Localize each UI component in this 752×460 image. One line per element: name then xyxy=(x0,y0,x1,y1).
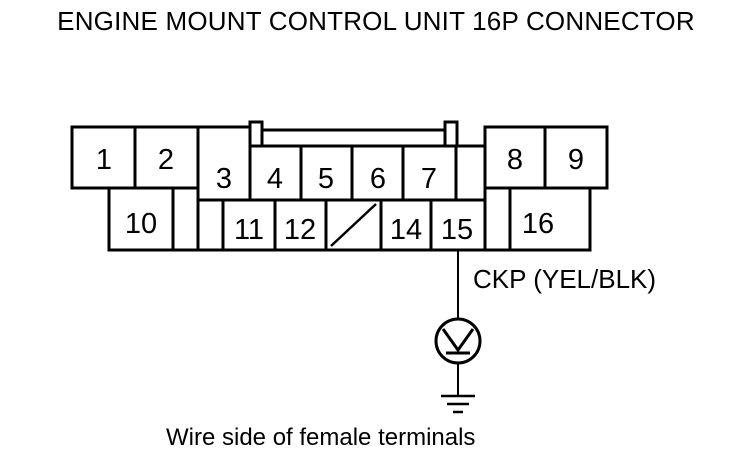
terminal-15: 15 xyxy=(441,214,473,246)
terminal-9: 9 xyxy=(568,144,584,176)
unused-terminal-slash xyxy=(330,203,377,247)
diagram-title: ENGINE MOUNT CONTROL UNIT 16P CONNECTOR xyxy=(57,6,695,36)
terminal-14: 14 xyxy=(390,214,422,246)
terminal-12: 12 xyxy=(284,214,316,246)
terminal-2: 2 xyxy=(158,144,174,176)
terminal-16: 16 xyxy=(522,208,554,240)
terminal-1: 1 xyxy=(96,144,112,176)
terminal-8: 8 xyxy=(507,144,523,176)
diagram-caption: Wire side of female terminals xyxy=(166,424,476,451)
probe-label: CKP (YEL/BLK) xyxy=(473,264,656,294)
terminal-5: 5 xyxy=(318,163,334,195)
terminal-4: 4 xyxy=(267,163,283,195)
lock-tab xyxy=(248,120,459,146)
terminal-6: 6 xyxy=(370,163,386,195)
terminal-3: 3 xyxy=(216,163,232,195)
ground-icon xyxy=(441,394,475,414)
terminal-11: 11 xyxy=(234,214,264,246)
voltmeter-icon xyxy=(434,317,482,365)
terminal-7: 7 xyxy=(421,163,437,195)
terminal-10: 10 xyxy=(125,208,157,240)
